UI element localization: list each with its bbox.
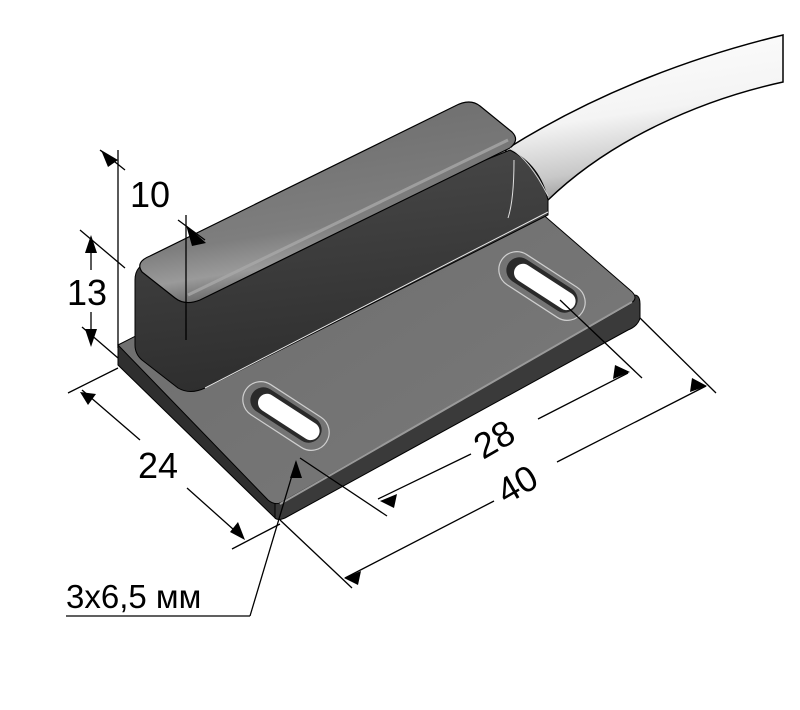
slot-hole-front [242, 381, 330, 451]
dim-label-hole-spacing: 28 [467, 411, 522, 467]
dim-label-body-height: 10 [130, 174, 170, 215]
dim-label-length: 40 [490, 456, 545, 512]
dim-label-total-height: 13 [67, 272, 107, 313]
dim-label-width: 24 [138, 445, 178, 486]
slot-hole-back [498, 251, 586, 321]
mounting-plate [117, 159, 641, 520]
arrowheads [80, 150, 707, 585]
sensor-body [134, 101, 549, 392]
hole-size-note: 3x6,5 мм [66, 578, 201, 615]
cable [503, 34, 784, 202]
